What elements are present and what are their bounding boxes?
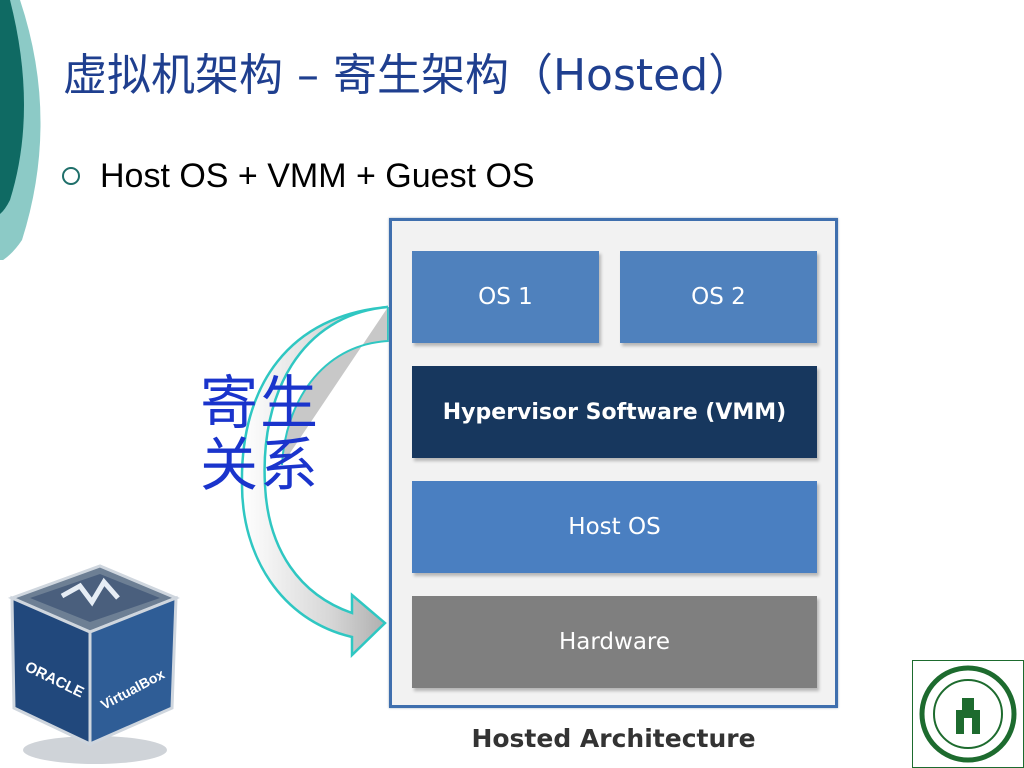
virtualbox-logo: ORACLE VirtualBox: [0, 558, 184, 768]
relation-label-line2: 关系: [200, 431, 321, 499]
architecture-diagram: OS 1 OS 2 Hypervisor Software (VMM) Host…: [389, 218, 838, 708]
bullet-point: Host OS + VMM + Guest OS: [62, 154, 535, 198]
host-os-layer: Host OS: [412, 481, 817, 573]
corner-decoration: [0, 0, 41, 260]
circle-bullet-icon: [62, 167, 80, 185]
guest-os1-layer: OS 1: [412, 251, 599, 343]
hardware-layer: Hardware: [412, 596, 817, 688]
curved-arrow-icon: [240, 305, 389, 658]
bullet-text: Host OS + VMM + Guest OS: [100, 156, 535, 195]
hypervisor-layer: Hypervisor Software (VMM): [412, 366, 817, 458]
relation-label: 寄生 关系: [200, 372, 320, 496]
guest-os2-layer: OS 2: [620, 251, 817, 343]
relation-label-line1: 寄生: [200, 369, 321, 437]
university-seal-logo: [912, 660, 1024, 768]
slide-title: 虚拟机架构 – 寄生架构（Hosted）: [63, 50, 753, 101]
diagram-caption: Hosted Architecture: [471, 724, 756, 753]
